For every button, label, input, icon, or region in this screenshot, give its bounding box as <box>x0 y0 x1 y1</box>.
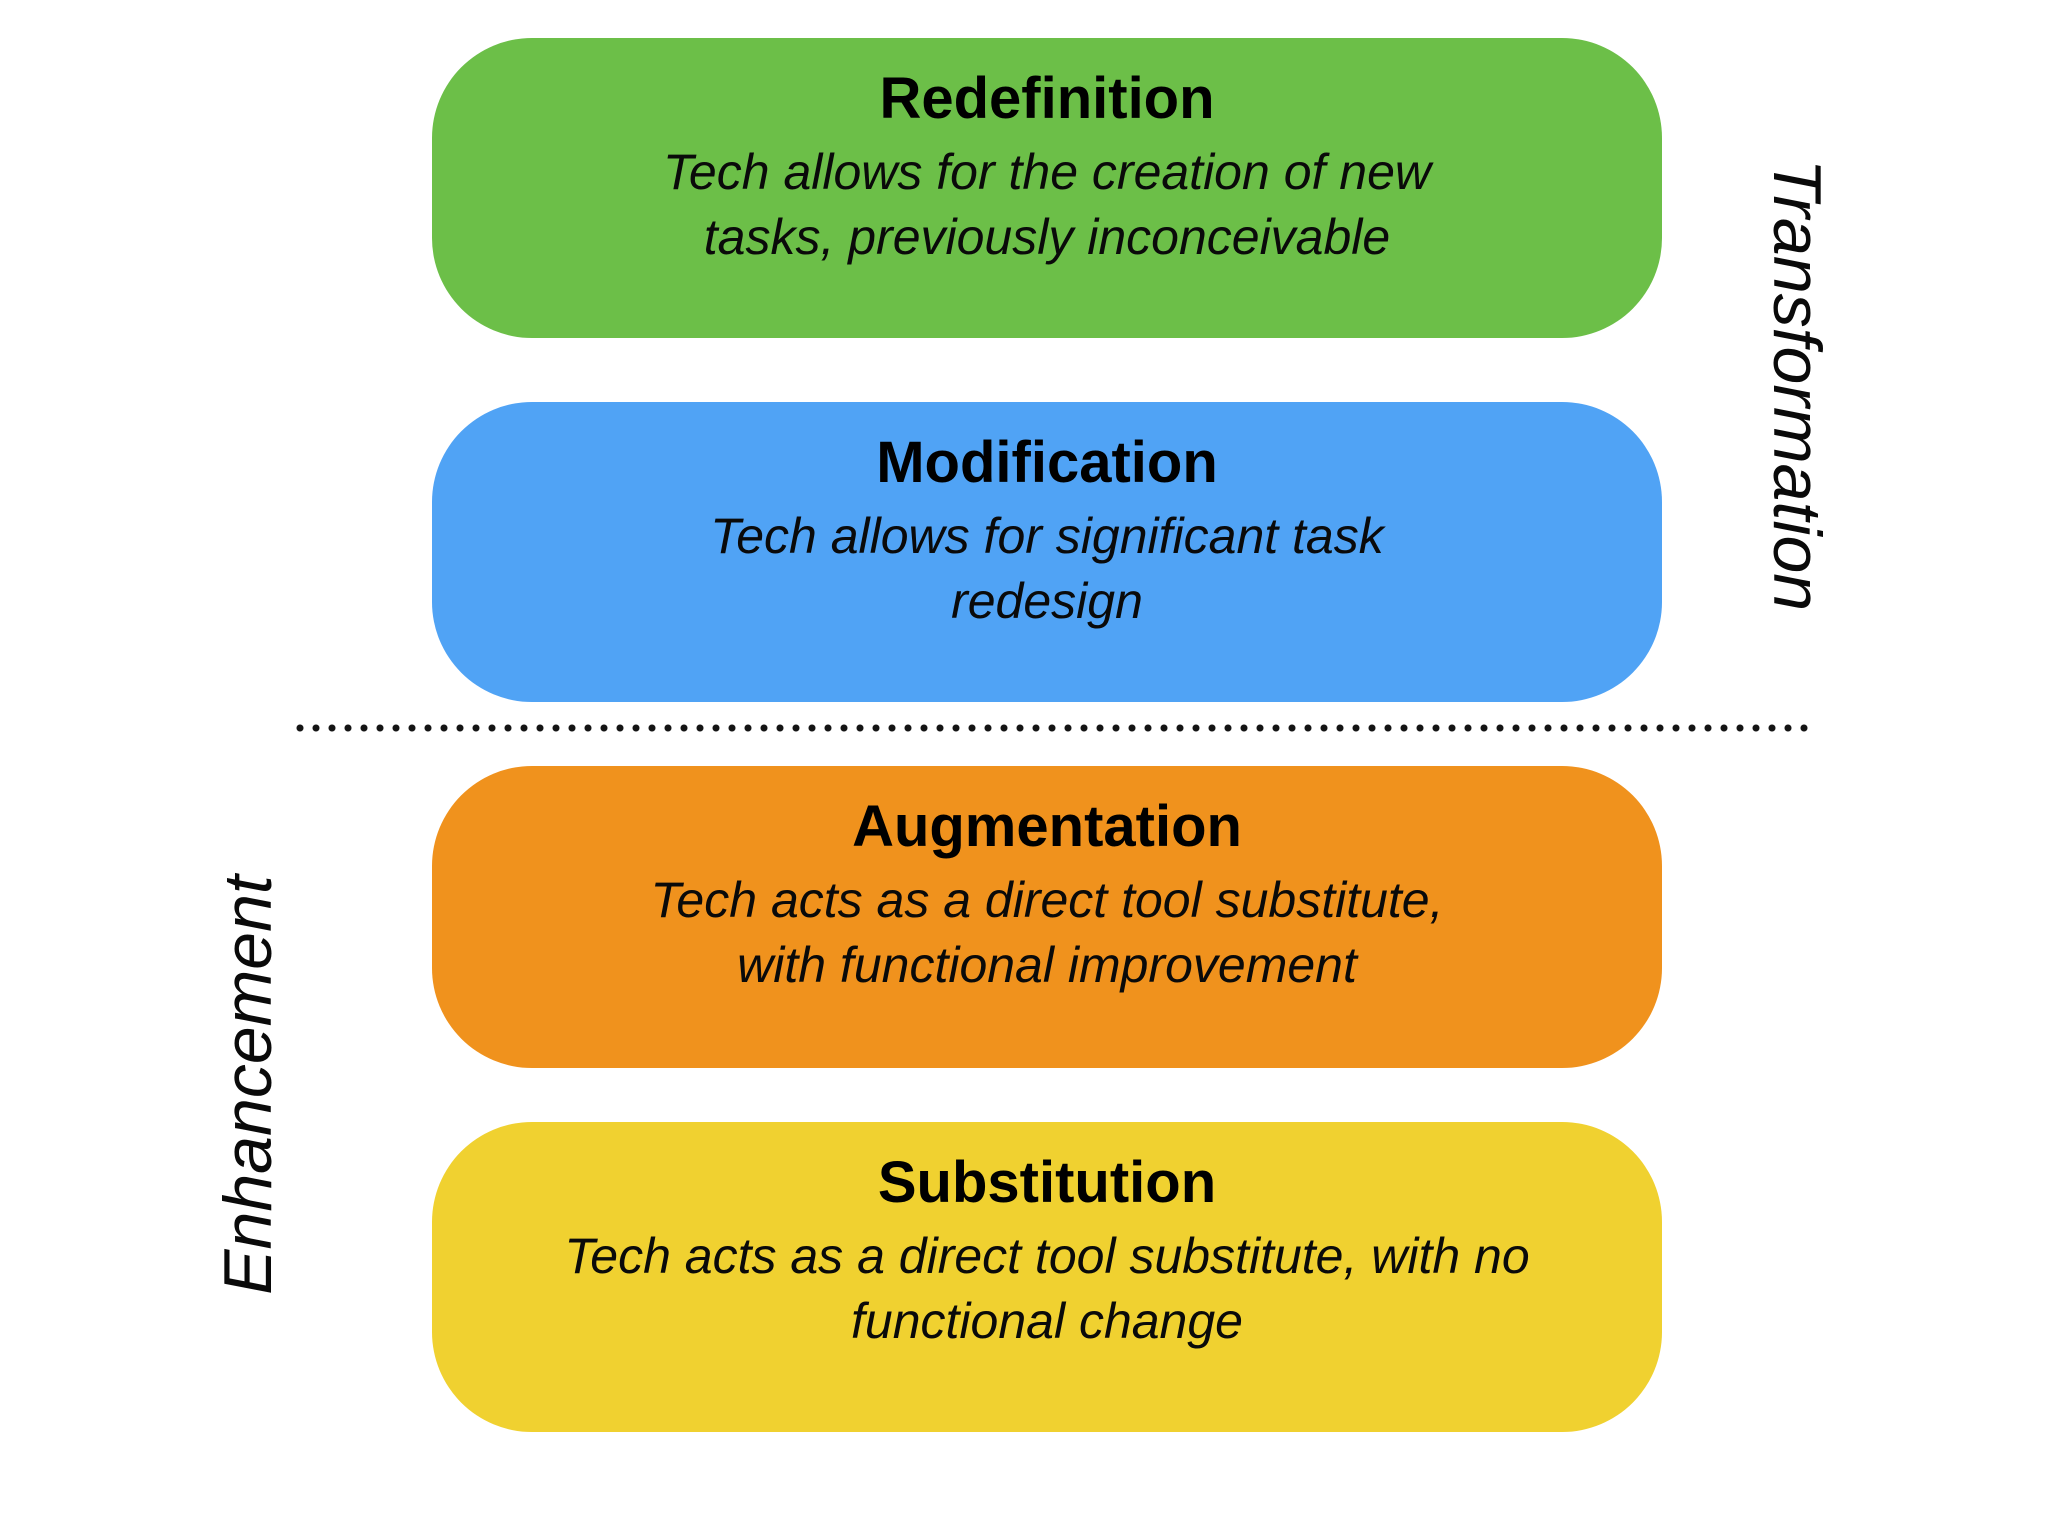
modification-box: Modification Tech allows for significant… <box>432 402 1662 702</box>
augmentation-title: Augmentation <box>852 794 1242 859</box>
dotted-divider-line <box>292 722 1812 734</box>
redefinition-title: Redefinition <box>879 66 1215 131</box>
modification-title: Modification <box>876 430 1218 495</box>
augmentation-description: Tech acts as a direct tool substitute, w… <box>650 871 1444 993</box>
substitution-box: Substitution Tech acts as a direct tool … <box>432 1122 1662 1432</box>
modification-description: Tech allows for significant task redesig… <box>710 507 1384 629</box>
substitution-description: Tech acts as a direct tool substitute, w… <box>564 1227 1530 1349</box>
substitution-title: Substitution <box>877 1150 1217 1215</box>
enhancement-side-label: Enhancement <box>210 875 286 1295</box>
augmentation-box: Augmentation Tech acts as a direct tool … <box>432 766 1662 1068</box>
redefinition-description: Tech allows for the creation of new task… <box>662 143 1432 265</box>
redefinition-box: Redefinition Tech allows for the creatio… <box>432 38 1662 338</box>
transformation-side-label: Transformation <box>1759 158 1835 612</box>
